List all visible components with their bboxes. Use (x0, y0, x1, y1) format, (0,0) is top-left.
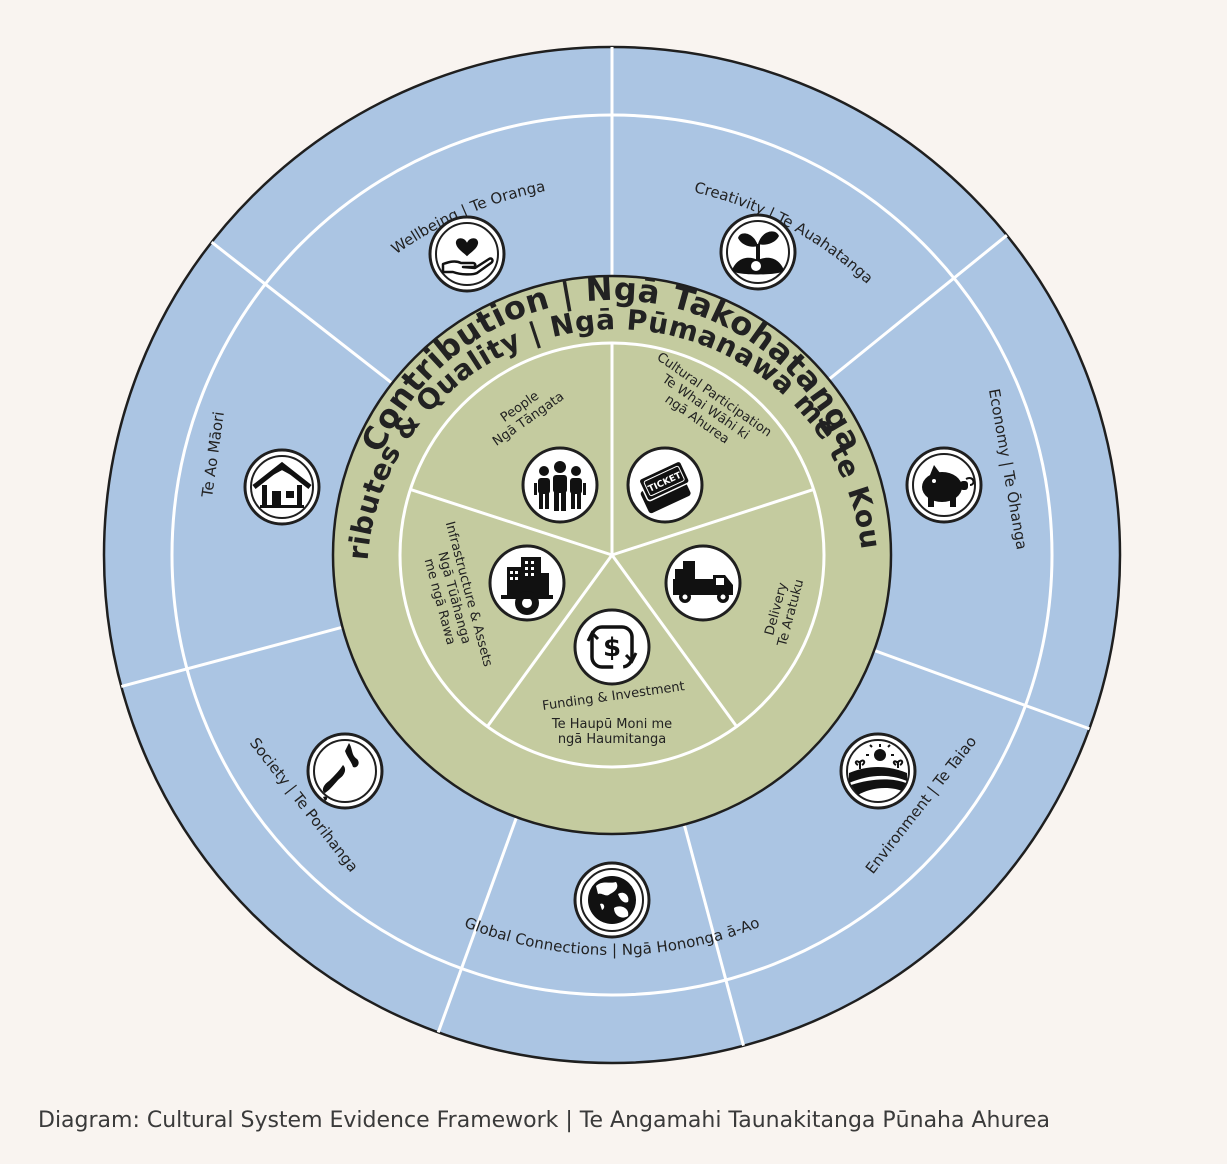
inner-divider-4 (409, 488, 613, 557)
landscape-sun-icon (849, 744, 907, 795)
ticket-icon: TICKET (638, 460, 691, 514)
diagram-caption: Diagram: Cultural System Evidence Framew… (38, 1108, 1050, 1133)
heart-in-hand-icon (441, 238, 494, 276)
environment-segment-icon (839, 732, 917, 810)
outer-divider-3 (682, 824, 745, 1047)
people-group-icon (534, 461, 586, 511)
dollar-cycle-icon: $ (586, 625, 638, 669)
piggy-bank-icon (922, 465, 975, 507)
building-gear-icon (501, 557, 553, 615)
cultural-participation-segment-icon: TICKET (626, 446, 704, 524)
globe-icon (588, 876, 636, 924)
society-segment-icon (306, 732, 384, 810)
outer-divider-1 (827, 234, 1008, 381)
te-ao-maori-segment-icon (243, 448, 321, 526)
global-connections-segment-icon (573, 861, 651, 939)
outer-ring-dividers (120, 47, 1090, 1047)
funding-segment-icon: $ (573, 608, 651, 686)
delivery-segment-icon (664, 544, 742, 622)
svg-text:$: $ (603, 633, 621, 663)
new-zealand-map-icon (322, 743, 359, 801)
inner-divider-2 (610, 554, 738, 728)
inner-divider-3 (486, 554, 614, 728)
people-segment-icon (521, 446, 599, 524)
inner-divider-1 (611, 488, 815, 557)
wharenui-icon (252, 461, 312, 508)
inner-ring-dividers (409, 343, 815, 728)
outer-divider-5 (120, 625, 343, 688)
creativity-segment-icon (719, 213, 797, 291)
outer-divider-6 (210, 241, 394, 385)
infrastructure-segment-icon (488, 544, 566, 622)
outer-divider-2 (873, 649, 1090, 731)
seedling-icon (732, 231, 784, 275)
economy-segment-icon (905, 446, 983, 524)
delivery-truck-icon (673, 561, 733, 603)
outer-divider-4 (436, 816, 518, 1033)
framework-diagram: Contribution | Ngā Takohatanga Attribute… (0, 0, 1122, 1065)
wellbeing-segment-icon (428, 215, 506, 293)
